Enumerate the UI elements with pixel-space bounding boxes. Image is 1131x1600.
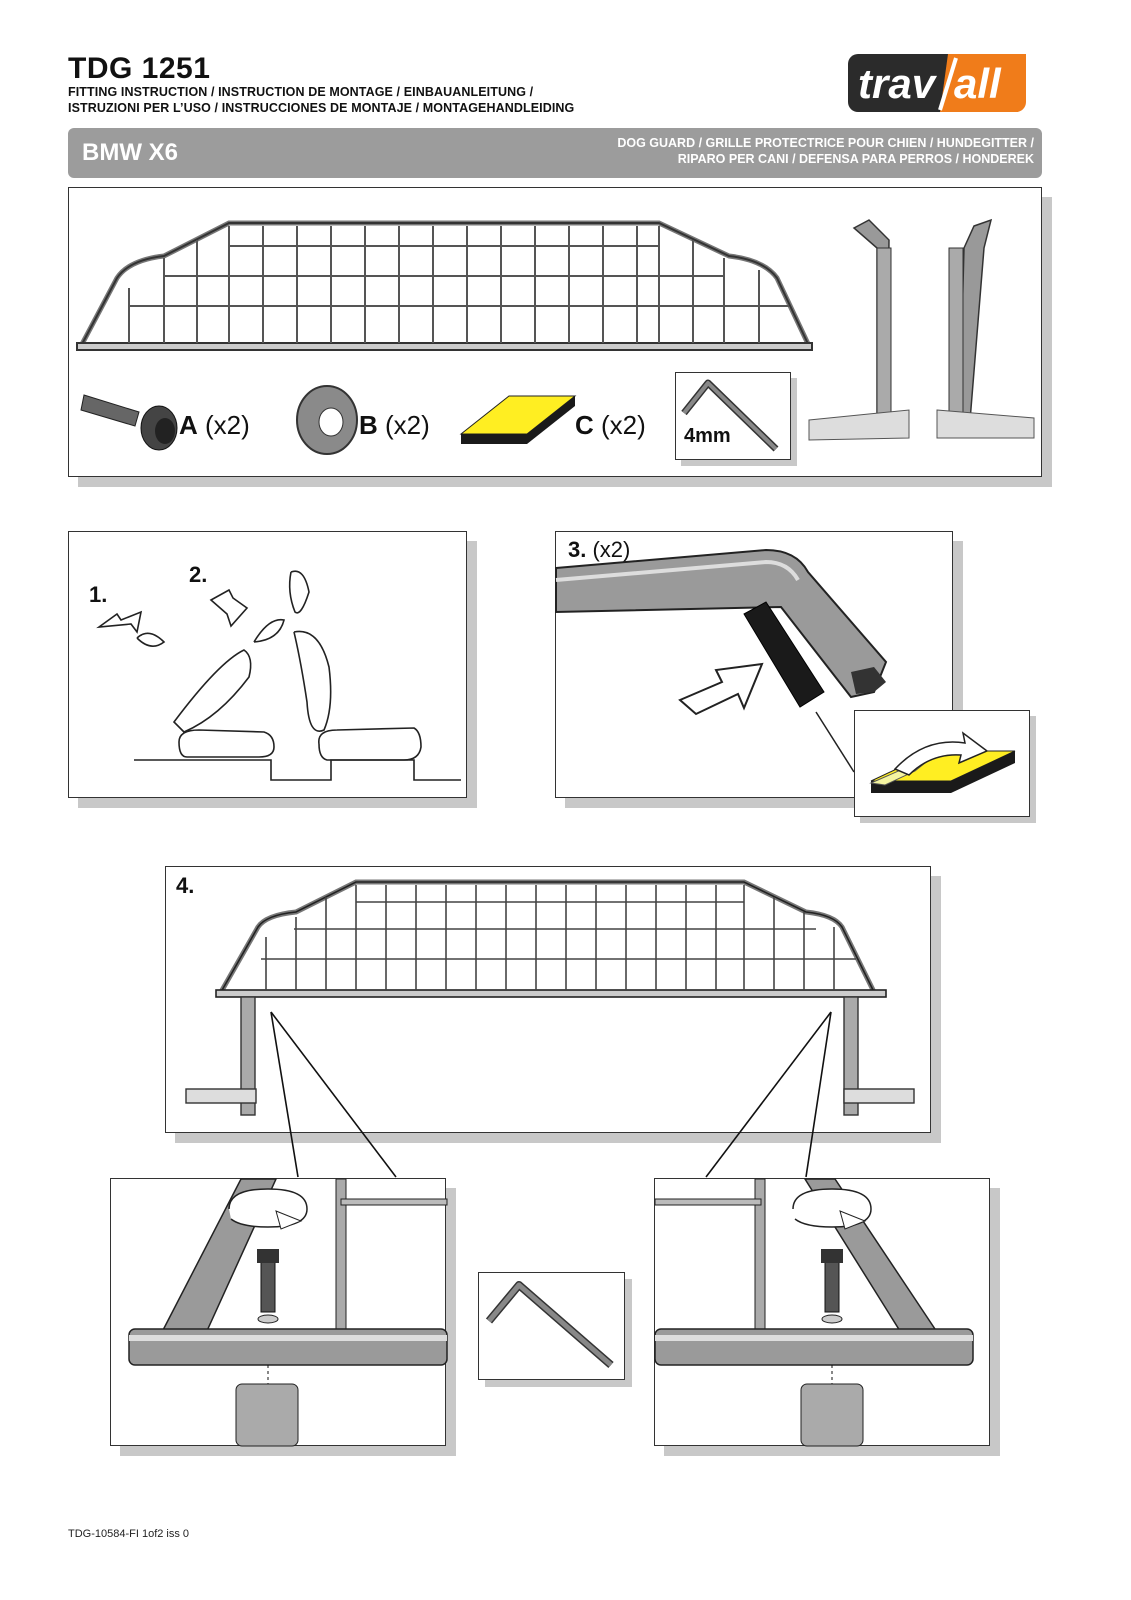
step-3-panel: 3. (x2) bbox=[555, 531, 1030, 817]
right-bolt-detail-illustration bbox=[654, 1178, 974, 1447]
logo-text-trav: trav bbox=[858, 60, 938, 107]
model-bar bbox=[68, 128, 1042, 178]
curved-arrow-icon-3 bbox=[893, 731, 989, 776]
rear-seat-illustration bbox=[96, 570, 461, 781]
detail-left-panel bbox=[110, 1178, 448, 1447]
tube-pad-illustration bbox=[555, 548, 888, 773]
step-1-2-panel: 1. 2. bbox=[68, 531, 467, 798]
travall-logo: trav all bbox=[848, 54, 1026, 112]
logo-text-all: all bbox=[954, 60, 1002, 107]
hex-key-size: 4mm bbox=[684, 425, 731, 447]
document-reference: TDG-10584-FI 1of2 iss 0 bbox=[68, 1528, 190, 1540]
curved-arrow-icon-2 bbox=[209, 588, 249, 628]
part-b-label: B (x2) bbox=[359, 410, 430, 441]
part-c-qty: (x2) bbox=[601, 410, 646, 440]
washer-icon bbox=[296, 385, 358, 455]
dog-guard-grille-illustration bbox=[76, 218, 1035, 455]
adhesive-pad-icon bbox=[459, 395, 577, 444]
subtitle-line-2: ISTRUZIONI PER L’USO / INSTRUCCIONES DE … bbox=[68, 101, 575, 115]
bolt-icon bbox=[80, 394, 178, 451]
support-legs-illustration bbox=[808, 218, 1035, 441]
part-a-label: A (x2) bbox=[179, 410, 250, 441]
hex-key-icon bbox=[681, 379, 779, 452]
parts-panel: A (x2) B (x2) C (x2) 4mm bbox=[68, 187, 1042, 477]
hex-key-icon-large bbox=[485, 1281, 614, 1369]
part-a-letter: A bbox=[179, 410, 198, 440]
step-4-number: 4. bbox=[176, 873, 195, 898]
step-1-number: 1. bbox=[89, 582, 108, 607]
step-3-label: 3. (x2) bbox=[568, 537, 630, 563]
arrow-icon bbox=[678, 662, 764, 716]
product-description-line-1: DOG GUARD / GRILLE PROTECTRICE POUR CHIE… bbox=[617, 136, 1034, 150]
installed-guard-illustration bbox=[185, 879, 915, 1178]
document-title: TDG 1251 bbox=[68, 52, 211, 85]
vehicle-model: BMW X6 bbox=[82, 139, 178, 166]
subtitle-line-1: FITTING INSTRUCTION / INSTRUCTION DE MON… bbox=[68, 85, 534, 99]
step-3-qty: (x2) bbox=[592, 537, 631, 562]
left-bolt-detail-illustration bbox=[128, 1178, 448, 1447]
curved-arrow-icon-1 bbox=[96, 610, 143, 634]
part-b-qty: (x2) bbox=[385, 410, 430, 440]
product-description-line-2: RIPARO PER CANI / DEFENSA PARA PERROS / … bbox=[677, 152, 1034, 166]
hex-key-box: 4mm bbox=[675, 372, 791, 460]
part-c-letter: C bbox=[575, 410, 594, 440]
pad-detail-box bbox=[854, 710, 1030, 817]
hex-key-detail-box bbox=[478, 1272, 625, 1380]
part-b-letter: B bbox=[359, 410, 378, 440]
part-a-qty: (x2) bbox=[205, 410, 250, 440]
step-2-number: 2. bbox=[189, 562, 208, 587]
part-c-label: C (x2) bbox=[575, 410, 646, 441]
adhesive-pad-peel-illustration bbox=[869, 731, 1016, 793]
step-3-number: 3. bbox=[568, 537, 587, 562]
step-4-panel: 4. bbox=[165, 866, 931, 1178]
detail-right-panel bbox=[654, 1178, 990, 1447]
